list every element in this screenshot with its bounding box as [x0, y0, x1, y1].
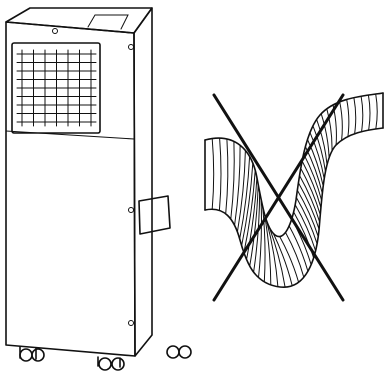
- unit-side: [133, 7, 153, 357]
- air-outlet-louvers: [16, 49, 97, 127]
- side-screw-bottom: [128, 320, 134, 326]
- hose-ribs: [211, 93, 378, 288]
- unit-top: [5, 7, 153, 34]
- air-conditioner-unit: [5, 7, 192, 371]
- exhaust-port: [138, 195, 171, 235]
- side-screw-middle: [128, 207, 134, 213]
- power-indicator: [52, 28, 58, 34]
- exhaust-hose: [204, 92, 384, 288]
- caster-wheels: [19, 345, 192, 371]
- top-handle: [87, 14, 129, 30]
- cross-stroke-2: [212, 93, 345, 302]
- air-outlet-frame: [11, 42, 101, 134]
- side-screw-top: [128, 44, 134, 50]
- unit-front: [5, 21, 136, 357]
- prohibition-cross-icon: [212, 93, 345, 302]
